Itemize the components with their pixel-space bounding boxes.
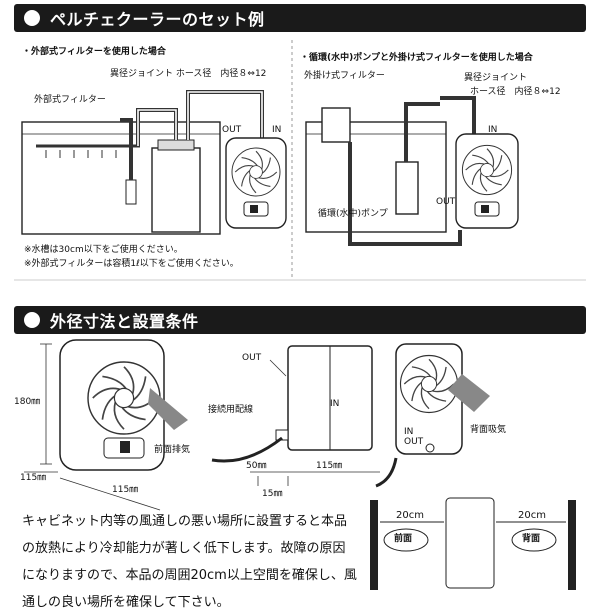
clearance-front-label: 前面 (394, 534, 413, 544)
right-out-label: OUT (436, 197, 456, 207)
paragraph-line: 通しの良い場所を確保して下さい。 (22, 595, 230, 610)
in-label: IN (330, 399, 340, 409)
cable-label: 接続用配線 (208, 405, 254, 415)
clearance-right-cm: 20cm (518, 510, 546, 521)
pump-label: 循環(水中)ポンプ (318, 209, 388, 219)
left-note-1: ※水槽は30cm以下をご使用ください。 (24, 245, 183, 255)
external-filter (151, 139, 201, 233)
dim-side-depth: 115㎜ (316, 461, 343, 471)
dim-depth: 115㎜ (20, 473, 47, 483)
bullet-icon (24, 10, 40, 26)
dim-width: 115㎜ (112, 485, 139, 495)
section-title: ペルチェクーラーのセット例 (50, 10, 265, 29)
out-label: OUT (242, 353, 262, 363)
cooler-front-view (59, 339, 165, 471)
cable (211, 436, 283, 463)
rear-out-label: OUT (404, 437, 424, 447)
paragraph-line: の放熱により冷却能力が著しく低下します。故障の原因 (22, 541, 346, 556)
paragraph-line: になりますので、本品の周囲20cm以上空間を確保し、風 (22, 568, 357, 583)
right-in-label: IN (488, 125, 498, 135)
cooler-right (455, 133, 519, 229)
rear-intake-label: 背面吸気 (470, 425, 507, 435)
hang-filter-label: 外掛け式フィルター (304, 71, 385, 81)
cooler-left (225, 137, 287, 229)
dim-cable-out: 50㎜ (246, 461, 267, 471)
paragraph-line: キャビネット内等の風通しの悪い場所に設置すると本品 (22, 514, 348, 529)
clearance-diagram (370, 497, 576, 590)
section-title: 外径寸法と設置条件 (50, 312, 199, 331)
rear-in-label: IN (404, 427, 414, 437)
section-header-dimensions: 外径寸法と設置条件 (14, 306, 586, 334)
left-filter-label: 外部式フィルター (34, 95, 106, 105)
intake-strainer (125, 179, 137, 205)
intake-arrow (448, 374, 490, 412)
front-exhaust-label: 前面排気 (154, 445, 191, 455)
circulation-pump (395, 161, 419, 215)
section-header-setup: ペルチェクーラーのセット例 (14, 4, 586, 32)
bullet-icon (24, 312, 40, 328)
right-joint-label-1: 異径ジョイント (464, 73, 528, 83)
left-heading: ・外部式フィルターを使用した場合 (22, 47, 166, 57)
dim-bottom: 15㎜ (262, 489, 283, 499)
clearance-back-label: 背面 (522, 534, 541, 544)
setup-diagrams (14, 40, 586, 590)
clearance-left-cm: 20cm (396, 510, 424, 521)
cooler-side-view (275, 345, 373, 451)
right-heading: ・循環(水中)ポンプと外掛け式フィルターを使用した場合 (300, 53, 533, 63)
left-note-2: ※外部式フィルターは容積1ℓ以下をご使用ください。 (24, 259, 239, 269)
hang-on-filter (321, 107, 351, 143)
left-out-label: OUT (222, 125, 242, 135)
left-joint-label: 異径ジョイント ホース径 内径８⇔12 (110, 69, 267, 79)
right-joint-label-2: ホース径 内径８⇔12 (470, 87, 561, 97)
exhaust-arrow (148, 388, 188, 430)
dim-height: 180㎜ (14, 397, 41, 407)
left-in-label: IN (272, 125, 282, 135)
